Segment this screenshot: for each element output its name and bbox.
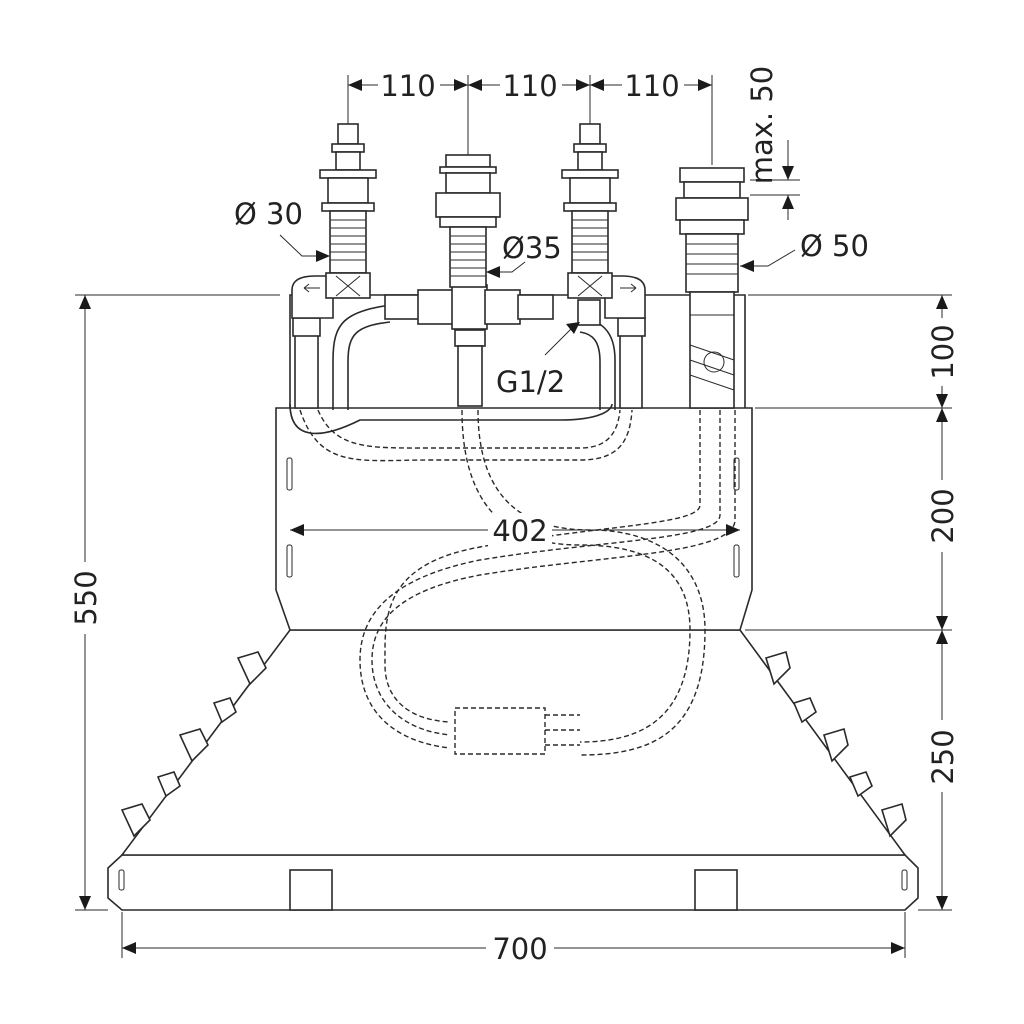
slot [286, 457, 293, 491]
base-slot-left [118, 869, 125, 891]
leader-labels: Ø 30 Ø35 Ø 50 G1/2 [234, 197, 869, 399]
dimension-inner-width: 402 [290, 513, 740, 548]
dim-spacing-3: 110 [624, 69, 679, 103]
dimension-max-height: max. 50 [745, 66, 800, 220]
label-diameter-50: Ø 50 [800, 229, 869, 263]
dim-middle-height: 200 [926, 488, 960, 543]
shower-outlet [675, 167, 749, 409]
dimension-top-chain: 110 110 110 [347, 68, 713, 165]
label-diameter-30: Ø 30 [234, 197, 303, 231]
label-thread-g12: G1/2 [496, 365, 565, 399]
base-foot-right [694, 869, 738, 911]
dimension-total-width: 700 [121, 912, 906, 966]
slot [733, 457, 740, 491]
dim-upper-height: 100 [926, 324, 960, 379]
label-diameter-35: Ø35 [502, 231, 562, 265]
fins [120, 650, 907, 838]
dim-lower-height: 250 [926, 729, 960, 784]
pipework [289, 275, 646, 435]
dim-inner-width: 402 [492, 514, 547, 548]
dimension-total-height: 550 [69, 294, 280, 911]
base-foot-left [289, 869, 333, 911]
slot [733, 544, 740, 578]
dim-spacing-2: 110 [502, 69, 557, 103]
valve-right [561, 123, 619, 299]
base-slot-right [901, 869, 908, 891]
dim-spacing-1: 110 [380, 69, 435, 103]
dim-total-height: 550 [69, 570, 103, 625]
spout-valve [435, 154, 501, 288]
base-band [107, 854, 919, 911]
slot [286, 544, 293, 578]
dimension-right-chain: 100 200 250 [745, 294, 960, 911]
dim-total-width: 700 [492, 932, 547, 966]
dim-max-height: max. 50 [745, 66, 779, 185]
valve-left [319, 123, 377, 299]
